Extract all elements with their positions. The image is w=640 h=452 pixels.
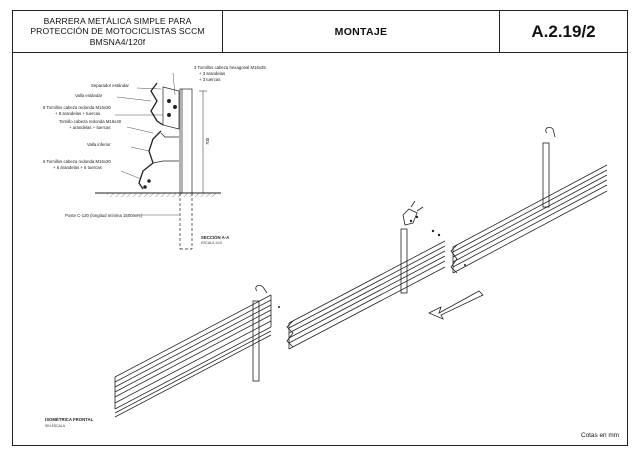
post-3 xyxy=(542,142,550,208)
cross-section-view xyxy=(95,72,221,250)
spacer-block xyxy=(162,86,180,130)
label-section-scale: ESCALA 1/10 xyxy=(201,241,222,245)
label-iso-scale: SIN ESCALA xyxy=(45,424,66,428)
isometric-labels: ISOMÉTRICA FRONTAL SIN ESCALA xyxy=(45,417,94,428)
label-poste: Poste C-120 (longitud mínima 1500mm.) xyxy=(65,213,143,218)
label-separador: Separador estándar xyxy=(91,83,130,88)
label-valla-superior: Valla estándar xyxy=(75,93,103,98)
label-valla-inferior: Valla inferior xyxy=(87,142,111,147)
label-bolts-8: 8 Tornillos cabeza redonda M16x30 xyxy=(43,105,111,110)
label-bolts-6: 6 Tornillos cabeza redonda M16x30 xyxy=(43,159,111,164)
post-2 xyxy=(400,228,408,294)
label-top-bolts-nuts: + 3 tuercas xyxy=(199,77,220,82)
label-top-bolts-washers: + 3 arandelas xyxy=(199,71,225,76)
label-section-title: SECCIÓN A-A xyxy=(201,235,229,240)
title-line-2: PROTECCIÓN DE MOTOCICLISTAS SCCM xyxy=(30,26,205,37)
post-1 xyxy=(252,300,260,382)
units-note: Cotas en mm xyxy=(580,432,619,439)
label-bolt-m16x40: Tornillo cabeza redonda M16x40 xyxy=(59,119,122,124)
label-bolts-6-extra: + 6 arandelas + 6 tuercas xyxy=(53,165,102,170)
label-bolts-8-extra: + 8 arandelas + tuercas xyxy=(55,111,100,116)
ground-hatch xyxy=(107,193,217,197)
label-top-bolts: 3 Tornillos cabeza hexagonal M16x35 xyxy=(194,65,266,70)
upper-beam-profile xyxy=(150,82,164,126)
label-iso-title: ISOMÉTRICA FRONTAL xyxy=(45,417,94,422)
title-line-1: BARRERA METÁLICA SIMPLE PARA xyxy=(43,15,192,26)
label-bolt-m16x40-extra: + arandelas + tuercas xyxy=(69,125,111,130)
post-section xyxy=(179,88,193,194)
traffic-direction-arrow xyxy=(428,290,484,320)
rail-segment-1 xyxy=(114,284,272,418)
rail-segment-3 xyxy=(450,126,608,274)
cross-section-labels: 3 Tornillos cabeza hexagonal M16x35 + 3 … xyxy=(43,65,266,245)
section-name: MONTAJE xyxy=(223,11,499,53)
technical-drawing: 3 Tornillos cabeza hexagonal M16x35 + 3 … xyxy=(43,65,608,428)
title-block: BARRERA METÁLICA SIMPLE PARA PROTECCIÓN … xyxy=(13,11,223,53)
drawing-sheet: BARRERA METÁLICA SIMPLE PARA PROTECCIÓN … xyxy=(12,10,628,446)
label-height: 700 xyxy=(205,137,210,145)
title-line-3: BMSNA4/120f xyxy=(89,36,146,47)
isometric-view xyxy=(114,126,608,418)
bolt-icon xyxy=(167,99,171,103)
rail-segment-2 xyxy=(286,200,446,350)
sheet-code: A.2.19/2 xyxy=(499,11,627,53)
